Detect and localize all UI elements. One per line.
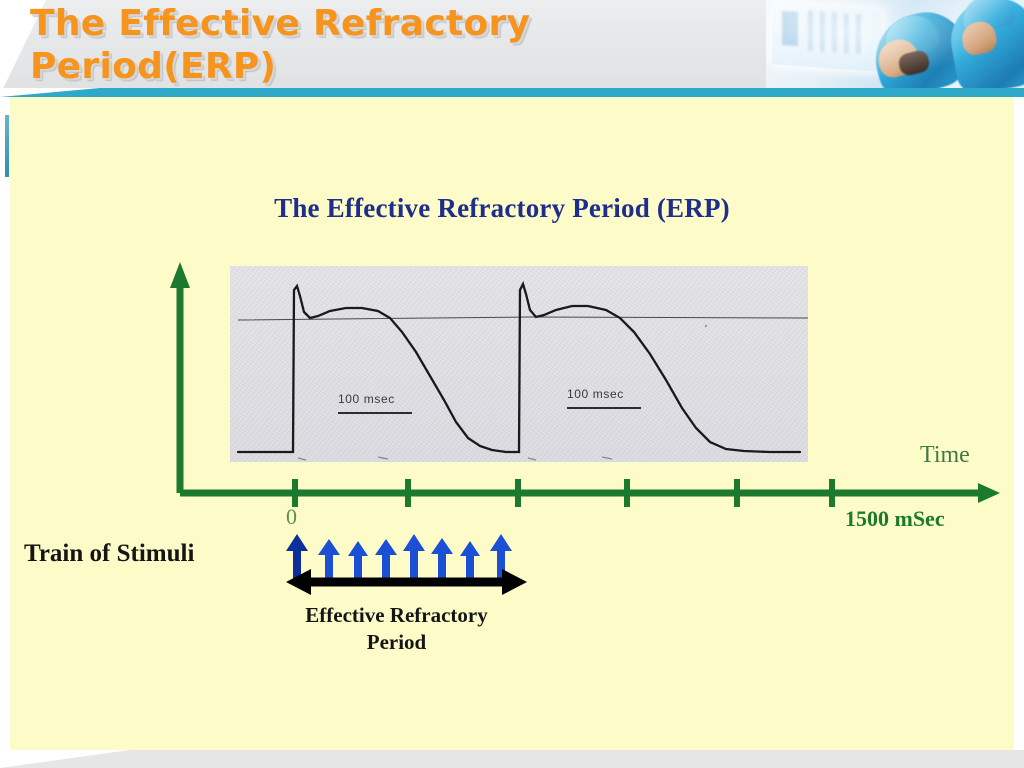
slide-left-margin [0, 97, 10, 750]
header-accent-band-notch [0, 88, 100, 97]
slide-right-margin [1014, 97, 1024, 750]
scalebar-label-1: 100 msec [338, 392, 395, 406]
chart-heading: The Effective Refractory Period (ERP) [0, 193, 1024, 224]
slide-footer-strip [0, 750, 1024, 768]
action-potential-1-to-2-connector [517, 289, 522, 454]
x-axis-zero-label: 0 [286, 504, 297, 529]
action-potential-trace-2 [518, 280, 802, 454]
action-potential-trace-1 [236, 283, 520, 454]
scan-bottom-artifacts [297, 456, 613, 461]
photo-glare-overlay [766, 0, 1024, 90]
erp-caption-line-2: Period [366, 630, 427, 654]
header-corner-wedge [0, 0, 46, 95]
header-accent-band [0, 88, 1024, 97]
slide-title-line-1: The Effective Refractory [30, 3, 531, 44]
scalebar-line-2 [567, 407, 641, 409]
x-axis-title: Time [920, 442, 970, 468]
scan-speck [704, 324, 708, 328]
scalebar-line-1 [338, 412, 412, 414]
slide-title-line-2: Period(ERP) [30, 46, 277, 87]
scalebar-label-2: 100 msec [567, 387, 624, 401]
train-of-stimuli-label: Train of Stimuli [24, 540, 195, 567]
left-edge-accent-bar [5, 115, 9, 177]
reference-zero-line [237, 316, 808, 321]
slide-title: The Effective Refractory Period(ERP) [30, 2, 750, 88]
header-photo-surgeons [766, 0, 1024, 90]
action-potential-scan-image: 100 msec 100 msec [230, 266, 808, 462]
slide-footer-notch [0, 750, 130, 768]
slide-header: The Effective Refractory Period(ERP) [0, 0, 1024, 95]
action-potential-traces [236, 280, 808, 461]
erp-caption-line-1: Effective Refractory [305, 603, 488, 627]
erp-caption: Effective Refractory Period [269, 602, 524, 656]
x-axis-end-label: 1500 mSec [845, 506, 945, 531]
chart-heading-text: The Effective Refractory Period (ERP) [274, 193, 730, 223]
